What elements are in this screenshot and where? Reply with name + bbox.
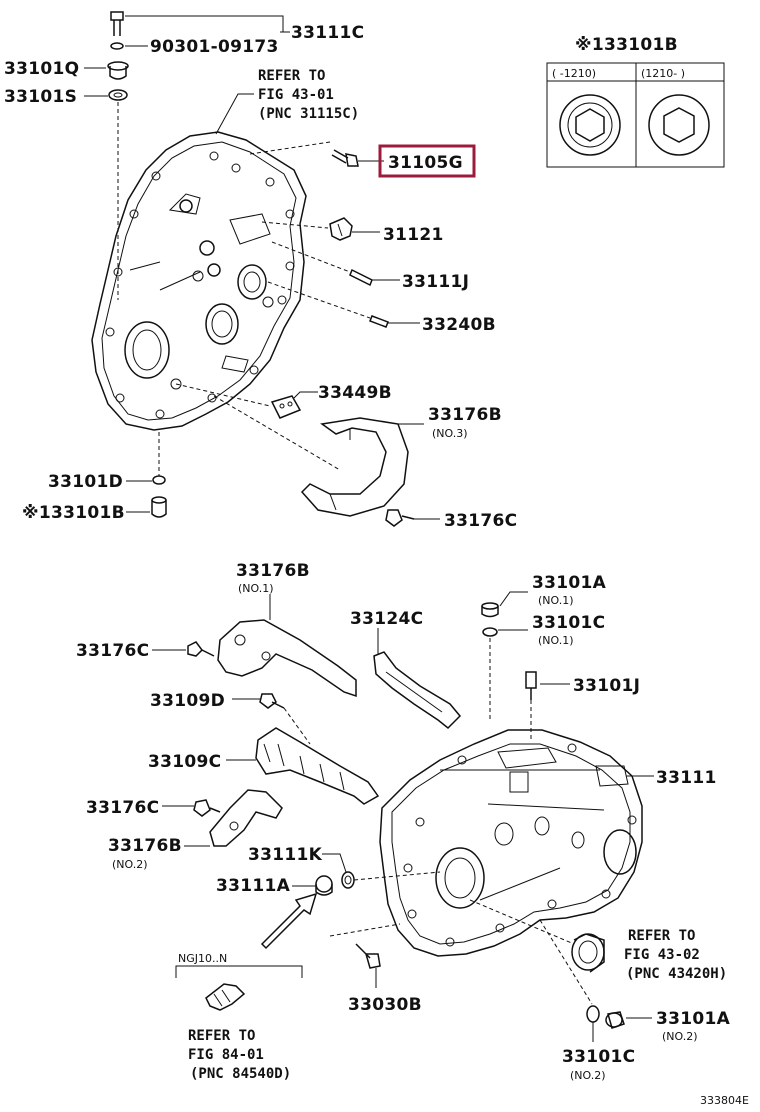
plug-new-type bbox=[648, 94, 710, 156]
label-31121[interactable]: 31121 bbox=[383, 225, 444, 245]
bolt-31105G[interactable] bbox=[331, 149, 359, 167]
label-33101B-left[interactable]: ※133101B bbox=[22, 503, 125, 523]
refer-fig-84-01-line1[interactable]: REFER TO bbox=[188, 1028, 255, 1044]
refer-fig-84-01-line3[interactable]: (PNC 84540D) bbox=[190, 1066, 291, 1082]
highlight-box-31105G bbox=[378, 144, 476, 178]
bolt-33030B[interactable] bbox=[355, 943, 381, 969]
oil-seal-ring bbox=[571, 933, 605, 973]
refer-fig-43-01-line2[interactable]: FIG 43-01 bbox=[258, 87, 334, 103]
label-33101C-no2[interactable]: 33101C bbox=[562, 1047, 635, 1067]
ngj-bracket: NGJ10..N bbox=[175, 952, 303, 978]
cover-33176B-no3[interactable] bbox=[300, 417, 409, 517]
gasket-33101C-no2[interactable] bbox=[586, 1005, 600, 1023]
label-33111K[interactable]: 33111K bbox=[248, 845, 323, 865]
label-33176B-no1[interactable]: 33176B bbox=[236, 561, 310, 581]
inset-title: ※133101B bbox=[575, 35, 678, 55]
refer-fig-43-01-line1[interactable]: REFER TO bbox=[258, 68, 325, 84]
figure-id: 333804E bbox=[700, 1094, 749, 1107]
plug-old-type bbox=[559, 94, 621, 156]
gasket-33101D[interactable] bbox=[152, 475, 166, 485]
label-33449B[interactable]: 33449B bbox=[318, 383, 392, 403]
label-33101J[interactable]: 33101J bbox=[573, 676, 640, 696]
switch-33101J[interactable] bbox=[525, 671, 537, 700]
label-33101S[interactable]: 33101S bbox=[4, 87, 77, 107]
label-33111A[interactable]: 33111A bbox=[216, 876, 291, 896]
label-33111[interactable]: 33111 bbox=[656, 768, 717, 788]
pin-33111J[interactable] bbox=[349, 268, 373, 287]
plate-33449B[interactable] bbox=[270, 395, 302, 419]
label-33101C-no1[interactable]: 33101C bbox=[532, 613, 605, 633]
note-33101A-no2: (NO.2) bbox=[662, 1030, 698, 1043]
inset-33101B: ※133101B ( -1210) (1210- ) bbox=[546, 35, 725, 168]
plug-33101A-no2[interactable] bbox=[605, 1011, 625, 1029]
label-33101A-no2[interactable]: 33101A bbox=[656, 1009, 731, 1029]
plug-33101B-left[interactable] bbox=[151, 496, 167, 518]
pin-33240B[interactable] bbox=[369, 315, 389, 328]
note-33101C-no2: (NO.2) bbox=[570, 1069, 606, 1082]
inset-col2-header: (1210- ) bbox=[641, 67, 685, 80]
bracket-33176B-no2[interactable] bbox=[209, 789, 283, 847]
label-33240B[interactable]: 33240B bbox=[422, 315, 496, 335]
label-33109D[interactable]: 33109D bbox=[150, 691, 225, 711]
note-33101C-no1: (NO.1) bbox=[538, 634, 574, 647]
bolt-33111C[interactable] bbox=[110, 11, 124, 50]
gasket-33101S[interactable] bbox=[108, 89, 128, 101]
plug-33101Q[interactable] bbox=[107, 61, 129, 80]
plug-33111A[interactable] bbox=[315, 875, 333, 896]
label-90301-09173[interactable]: 90301-09173 bbox=[150, 37, 279, 57]
sensor-84540D bbox=[205, 983, 246, 1011]
label-33176B-no2[interactable]: 33176B bbox=[108, 836, 182, 856]
guide-33109C[interactable] bbox=[255, 727, 380, 805]
direction-arrow bbox=[260, 892, 318, 950]
label-33176C-top[interactable]: 33176C bbox=[444, 511, 517, 531]
label-33176B-no3[interactable]: 33176B bbox=[428, 405, 502, 425]
ngj-note: NGJ10..N bbox=[178, 952, 227, 965]
note-33101A-no1: (NO.1) bbox=[538, 594, 574, 607]
label-33176C-left2[interactable]: 33176C bbox=[86, 798, 159, 818]
label-33111J[interactable]: 33111J bbox=[402, 272, 469, 292]
refer-fig-84-01-line2[interactable]: FIG 84-01 bbox=[188, 1047, 264, 1063]
bracket-33176B-no1[interactable] bbox=[217, 619, 357, 698]
refer-fig-43-02-line2[interactable]: FIG 43-02 bbox=[624, 947, 700, 963]
plug-33101A-no1[interactable] bbox=[481, 602, 499, 618]
gasket-33101C-no1[interactable] bbox=[482, 627, 498, 637]
transmission-case-upper bbox=[91, 131, 307, 431]
bolt-33176C-top[interactable] bbox=[385, 509, 415, 527]
label-33030B[interactable]: 33030B bbox=[348, 995, 422, 1015]
label-33101A-no1[interactable]: 33101A bbox=[532, 573, 607, 593]
note-33176B-no3: (NO.3) bbox=[432, 427, 468, 440]
bracket-31121[interactable] bbox=[329, 217, 353, 241]
transmission-case-lower bbox=[379, 729, 643, 957]
refer-fig-43-01-line3[interactable]: (PNC 31115C) bbox=[258, 106, 359, 122]
seal-33111K[interactable] bbox=[341, 871, 355, 889]
inset-col1-header: ( -1210) bbox=[552, 67, 596, 80]
refer-fig-43-02-line1[interactable]: REFER TO bbox=[628, 928, 695, 944]
label-33111C[interactable]: 33111C bbox=[291, 23, 364, 43]
bracket-33124C[interactable] bbox=[373, 651, 462, 730]
label-33124C[interactable]: 33124C bbox=[350, 609, 423, 629]
label-31105G[interactable]: 31105G bbox=[388, 153, 463, 173]
label-33176C-left1[interactable]: 33176C bbox=[76, 641, 149, 661]
label-33109C[interactable]: 33109C bbox=[148, 752, 221, 772]
note-33176B-no1: (NO.1) bbox=[238, 582, 274, 595]
label-33101Q[interactable]: 33101Q bbox=[4, 59, 79, 79]
bolt-33176C-left2[interactable] bbox=[193, 799, 221, 817]
bolt-33176C-left1[interactable] bbox=[187, 641, 215, 657]
bolt-33109D[interactable] bbox=[259, 693, 285, 709]
refer-fig-43-02-line3[interactable]: (PNC 43420H) bbox=[626, 966, 727, 982]
label-33101D[interactable]: 33101D bbox=[48, 472, 123, 492]
note-33176B-no2: (NO.2) bbox=[112, 858, 148, 871]
